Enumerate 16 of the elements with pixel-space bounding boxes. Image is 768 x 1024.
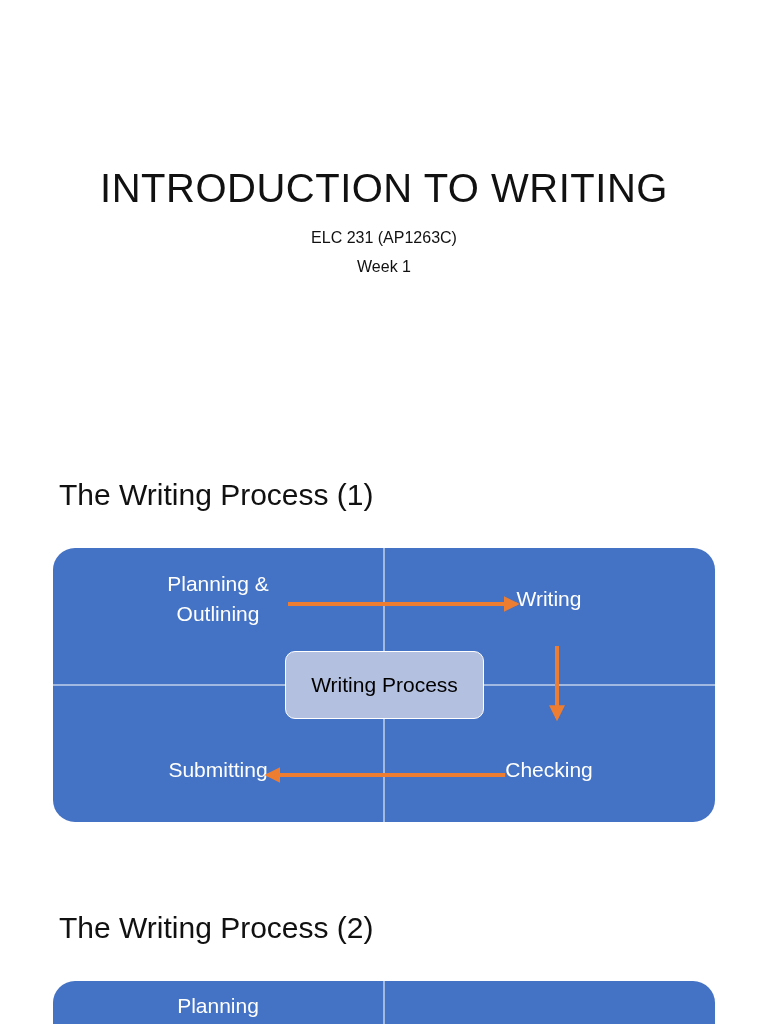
quadrant-label: Writing: [425, 548, 673, 650]
quadrant-label: Checking: [425, 718, 673, 822]
arrow: [549, 646, 565, 722]
section-heading: The Writing Process (1): [59, 478, 374, 512]
slide-title: INTRODUCTION TO WRITING: [99, 166, 669, 211]
matrix-panel: [53, 981, 715, 1024]
quadrant-label: Planning & Outlining: [93, 548, 343, 650]
week-label: Week 1: [356, 258, 412, 276]
matrix-panel: [53, 548, 715, 822]
center-box: Writing Process: [285, 651, 484, 719]
quadrant-label: Planning: [93, 989, 343, 1024]
arrow: [264, 767, 506, 783]
quadrant-label: Submitting: [93, 718, 343, 822]
section-heading: The Writing Process (2): [59, 911, 374, 945]
arrow: [288, 596, 520, 612]
course-code: ELC 231 (AP1263C): [310, 229, 458, 247]
